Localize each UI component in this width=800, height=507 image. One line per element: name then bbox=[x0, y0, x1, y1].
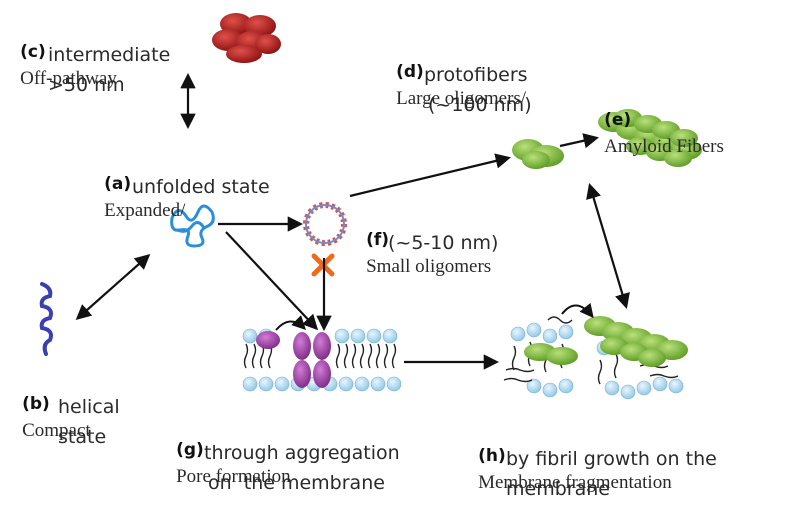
arrow-a-g bbox=[225, 231, 319, 331]
arrow-a-b bbox=[75, 253, 151, 321]
label-g-line2: through aggregation bbox=[204, 442, 400, 464]
label-d-line3: (~100 nm) bbox=[428, 94, 532, 116]
label-a-line1: Expanded/ bbox=[104, 200, 186, 221]
unfolded-protein-icon bbox=[170, 204, 215, 248]
label-a-line2: unfolded state bbox=[132, 176, 270, 198]
label-h-line3: membrane bbox=[506, 478, 610, 500]
label-b-tag: (b) bbox=[22, 394, 50, 414]
label-g: (g) Pore formation bbox=[164, 410, 291, 490]
label-b: (b) Compact bbox=[10, 364, 91, 444]
arrow-e-h bbox=[586, 183, 630, 309]
label-b-line2: helical bbox=[58, 396, 120, 418]
label-f-line2: (~5-10 nm) bbox=[388, 232, 499, 254]
large-oligomer-icon bbox=[512, 139, 564, 169]
label-c-line2: intermediate bbox=[48, 44, 171, 66]
off-pathway-aggregate-icon bbox=[212, 13, 281, 63]
pathway-arrows bbox=[75, 72, 630, 370]
label-e-tag: (e) bbox=[604, 110, 632, 130]
label-e-line1: Amyloid Fibers bbox=[604, 136, 724, 157]
fragmented-membrane-icon bbox=[503, 302, 688, 400]
label-f-tag: (f) bbox=[366, 230, 390, 250]
label-h-tag: (h) bbox=[478, 446, 506, 466]
label-h-line1: Membrane fragmentation bbox=[478, 472, 672, 493]
label-f-line1: Small oligomers bbox=[366, 256, 492, 277]
label-g-line1: Pore formation bbox=[176, 466, 291, 487]
label-d-line1: Large oligomers/ bbox=[396, 88, 527, 109]
label-d-line2: protofibers bbox=[424, 64, 528, 86]
label-a-tag: (a) bbox=[104, 174, 132, 194]
label-g-line3: on the membrane bbox=[208, 472, 385, 494]
label-d-tag: (d) bbox=[396, 62, 424, 82]
arrow-f-d bbox=[349, 153, 511, 198]
label-a: (a) Expanded/ bbox=[92, 144, 185, 224]
arrow-d-e bbox=[559, 133, 600, 149]
label-h-line2: by fibril growth on the bbox=[506, 448, 717, 470]
label-c-line1: Off-pathway bbox=[20, 68, 117, 89]
label-h: (h) Membrane fragmentation bbox=[466, 416, 672, 496]
small-oligomer-icon bbox=[303, 202, 347, 246]
label-g-tag: (g) bbox=[176, 440, 204, 460]
label-c-tag: (c) bbox=[20, 42, 46, 62]
label-c: (c) Off-pathway bbox=[8, 12, 117, 92]
label-d: (d) Large oligomers/ bbox=[384, 32, 526, 112]
helical-protein-icon bbox=[39, 282, 53, 356]
amyloid-fiber-icon bbox=[598, 109, 702, 167]
label-e: (e) Amyloid Fibers bbox=[592, 80, 724, 160]
pore-membrane-icon bbox=[242, 315, 402, 392]
label-f: (f) Small oligomers bbox=[354, 200, 491, 280]
label-c-line3: >50 nm bbox=[48, 74, 125, 96]
label-b-line1: Compact bbox=[22, 420, 91, 441]
label-b-line3: state bbox=[58, 426, 107, 448]
